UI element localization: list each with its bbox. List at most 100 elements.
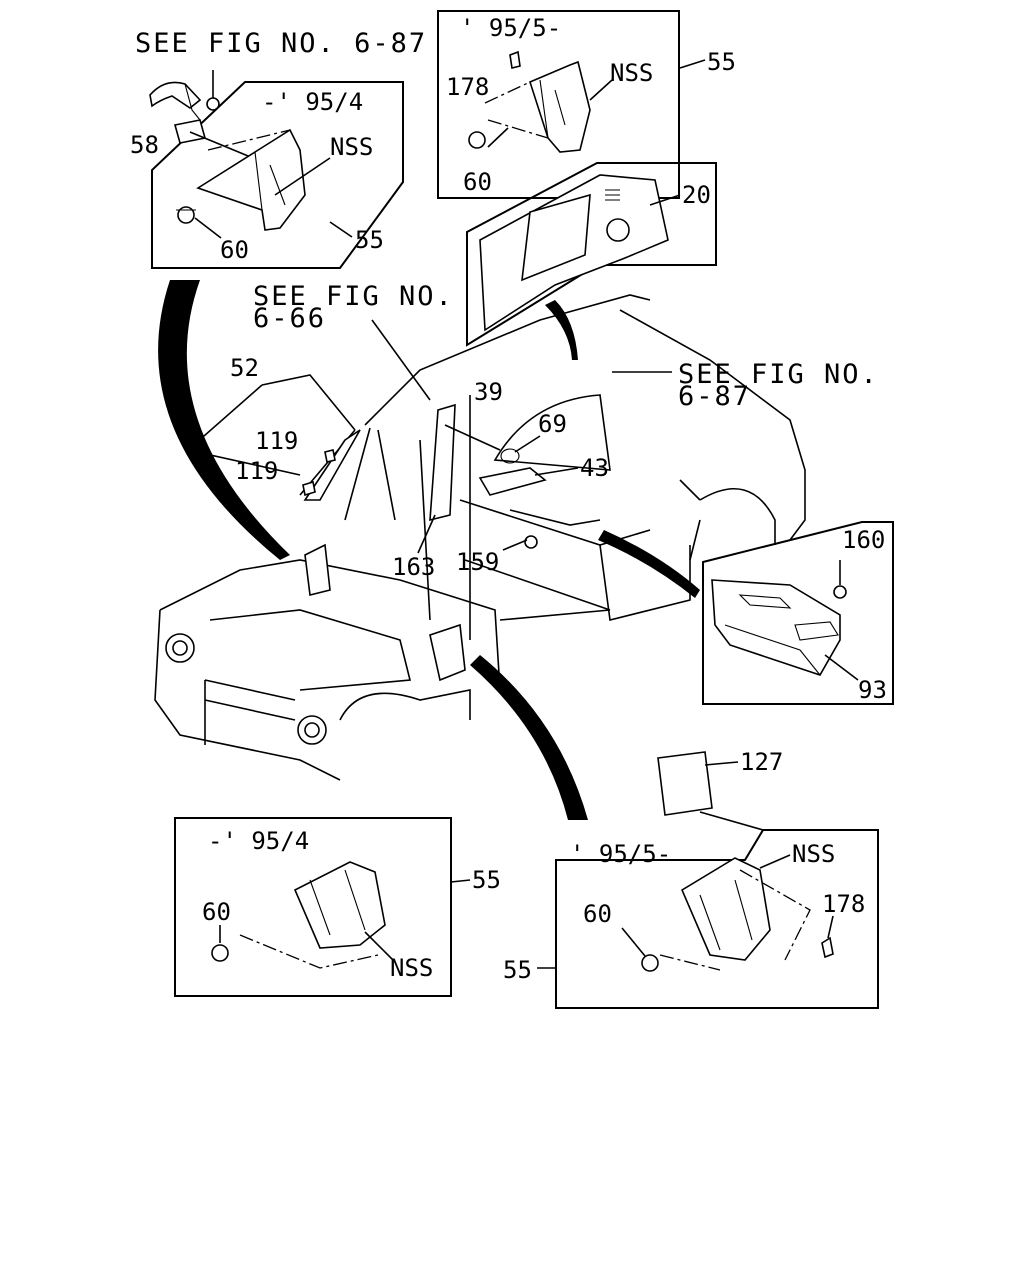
callout-arc-trim — [545, 300, 578, 360]
callout-55-leader — [329, 221, 353, 238]
grommet-69 — [500, 448, 520, 464]
trim-speaker-hole — [606, 218, 630, 242]
trim-box-edge — [724, 624, 821, 676]
vehicle-body — [154, 294, 806, 781]
clip-leader — [621, 927, 646, 957]
trim-box-part-93 — [711, 579, 841, 676]
clip-part-60 — [211, 944, 229, 962]
leader-line — [189, 131, 254, 159]
callout-160: 160 — [842, 526, 885, 554]
kick-trim-detail — [699, 879, 753, 951]
kick-trim-panel — [293, 861, 386, 949]
callout-39-leader — [444, 424, 501, 451]
callout-159: 159 — [456, 548, 499, 576]
a-pillar-trim-52 — [303, 429, 361, 501]
callout-52: 52 — [230, 354, 259, 382]
bracket-plate — [173, 119, 207, 144]
callout-163: 163 — [392, 553, 435, 581]
rear-floor-side — [599, 544, 691, 621]
callout-178: 178 — [822, 890, 865, 918]
callout-55-leader — [679, 59, 706, 69]
callout-arc-bottom — [470, 655, 588, 820]
rear-wheel-arch — [699, 487, 776, 545]
callout-60: 60 — [220, 236, 249, 264]
callout-55: 55 — [472, 866, 501, 894]
period-label: ' 95/5- — [570, 840, 671, 868]
callout-arc-right — [598, 530, 700, 598]
callout-119-upper: 119 — [255, 427, 298, 455]
clip-part-178 — [821, 936, 834, 959]
engine-bay — [209, 609, 412, 691]
nss-leader — [364, 931, 396, 963]
rear-body-outline — [619, 309, 806, 541]
callout-69-leader — [514, 435, 541, 453]
front-wheel-arch — [339, 689, 471, 721]
callout-93-leader — [824, 654, 859, 681]
see-fig-6-66-line1: SEE FIG NO. — [253, 281, 454, 312]
nss-label: NSS — [330, 133, 373, 161]
cowl-bracket — [304, 543, 331, 596]
kick-panel-location — [429, 623, 466, 682]
clip-part-60 — [641, 954, 659, 972]
see-fig-6-87-right-line2: 6-87 — [678, 381, 751, 412]
plug-159 — [524, 535, 538, 549]
headlamp-left-inner — [172, 640, 188, 656]
clip-part-178 — [509, 50, 521, 69]
callout-52-leader — [186, 374, 356, 476]
callout-163-leader — [417, 514, 436, 554]
detail-right: 160 93 — [702, 521, 894, 705]
detail-frame-bottom-left — [174, 817, 452, 997]
kick-trim-panel — [680, 857, 771, 961]
grille — [204, 679, 296, 745]
cover-link-line — [699, 811, 764, 831]
headlamp-right-inner — [304, 722, 320, 738]
callout-127: 127 — [740, 748, 783, 776]
detail-frame-right — [702, 521, 894, 705]
clip-leader — [487, 127, 509, 148]
clip-178-leader — [827, 915, 834, 939]
rear-quarter-lines — [679, 479, 701, 561]
detail-top-left: SEE FIG NO. 6-87 -' 95/4 NSS 58 60 55 — [130, 28, 427, 269]
callout-178: 178 — [446, 73, 489, 101]
see-fig-6-66-line2: 6-66 — [253, 303, 326, 334]
floor-crossmember — [509, 509, 601, 526]
assembly-dash-line — [207, 129, 291, 151]
see-fig-6-87-top: SEE FIG NO. 6-87 — [135, 28, 427, 59]
period-label: -' 95/4 — [208, 827, 309, 855]
callout-55: 55 — [355, 226, 384, 254]
see-fig-6-87-right-line1: SEE FIG NO. — [678, 359, 879, 390]
bolt-head — [206, 97, 220, 111]
nss-leader — [589, 79, 613, 101]
detail-frame-trim-20 — [466, 162, 717, 347]
detail-bottom-left: -' 95/4 60 NSS 55 — [174, 817, 501, 997]
clip-leader — [194, 217, 222, 239]
body-callouts: SEE FIG NO. 6-66 SEE FIG NO. 6-87 52 119… — [186, 281, 879, 581]
rear-wheel-house — [493, 394, 611, 471]
callout-119-lower: 119 — [235, 457, 278, 485]
assembly-dash-line — [659, 869, 811, 971]
kick-trim-detail — [309, 869, 366, 936]
nss-label: NSS — [792, 840, 835, 868]
nss-leader — [274, 157, 331, 196]
detail-trim-20: 20 — [466, 162, 717, 347]
roof-rail — [364, 294, 651, 426]
nss-label: NSS — [390, 954, 433, 982]
b-pillar-trim — [429, 403, 456, 522]
callout-39: 39 — [474, 378, 503, 406]
clip-part-60 — [468, 131, 486, 149]
screw-part-160 — [833, 585, 847, 599]
clip-119-lower — [302, 480, 316, 497]
nss-leader — [759, 854, 791, 869]
trim-box-slot — [738, 594, 792, 609]
bracket-edge — [184, 83, 201, 121]
detail-top-center: ' 95/5- 178 NSS 60 55 — [437, 10, 736, 199]
bracket-part-58 — [149, 81, 202, 109]
trim-window-opening — [521, 193, 591, 282]
trim-box-tab — [794, 621, 839, 641]
callout-69: 69 — [538, 410, 567, 438]
assembly-dash-line — [484, 81, 549, 139]
callout-60: 60 — [583, 900, 612, 928]
callout-55: 55 — [707, 48, 736, 76]
callout-55: 55 — [503, 956, 532, 984]
